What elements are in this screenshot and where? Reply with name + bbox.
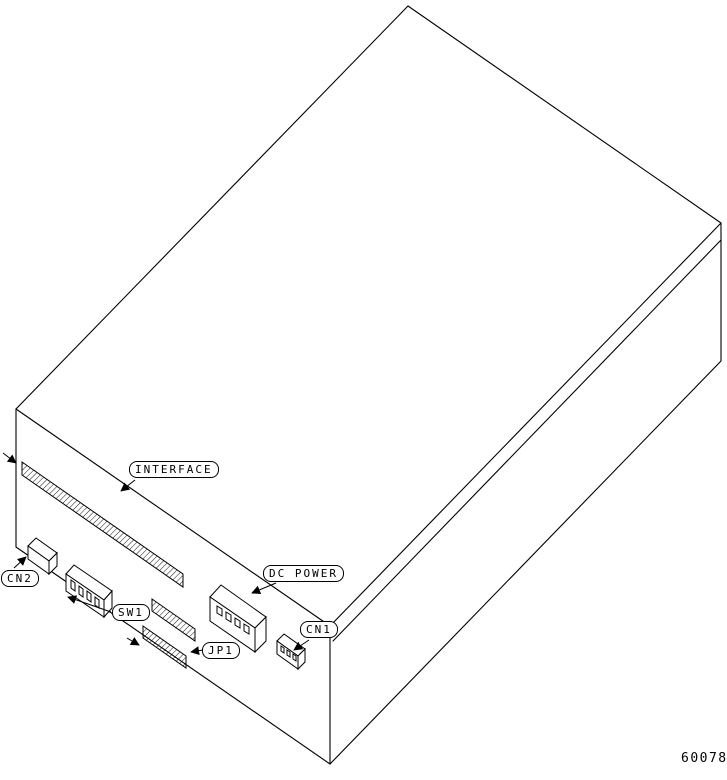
cn2-connector xyxy=(27,537,58,576)
cover-lip-line xyxy=(332,239,722,642)
cn2-leader-arrow xyxy=(13,556,27,569)
label-cn1: CN1 xyxy=(300,621,338,638)
power-pin xyxy=(243,623,250,635)
dc-power-connector xyxy=(209,584,267,654)
label-sw1: SW1 xyxy=(112,604,150,621)
sw1-dip-switch xyxy=(65,564,113,619)
power-pin xyxy=(216,605,223,617)
cn1-leader-arrow xyxy=(293,639,310,651)
dc-power-leader-arrow xyxy=(251,582,277,595)
label-dc-power: DC POWER xyxy=(263,565,344,582)
leader-arrows xyxy=(2,452,310,656)
power-pin xyxy=(234,617,241,629)
cn1-connector xyxy=(276,633,306,671)
power-pin xyxy=(225,611,232,623)
cn1-pin xyxy=(286,649,291,658)
sw1-leader-arrow xyxy=(67,595,112,613)
jp1-jumper-block xyxy=(142,598,196,669)
interface-leader-arrow xyxy=(120,479,136,492)
jp1-pin1-arrow xyxy=(126,637,140,646)
enclosure-outline xyxy=(15,5,722,765)
label-jp1: JP1 xyxy=(202,642,240,659)
label-interface: INTERFACE xyxy=(129,461,219,478)
dip-actuator xyxy=(70,579,76,592)
interface-connector xyxy=(21,461,184,588)
figure-number: 60078 xyxy=(681,751,727,766)
cn1-pin xyxy=(280,645,285,654)
jp1-leader-arrow xyxy=(190,646,204,656)
dip-actuator xyxy=(78,585,84,598)
cn1-pin xyxy=(292,653,297,662)
dip-actuator xyxy=(86,590,92,603)
label-cn2: CN2 xyxy=(1,570,39,587)
interface-pin1-arrow xyxy=(2,452,17,464)
